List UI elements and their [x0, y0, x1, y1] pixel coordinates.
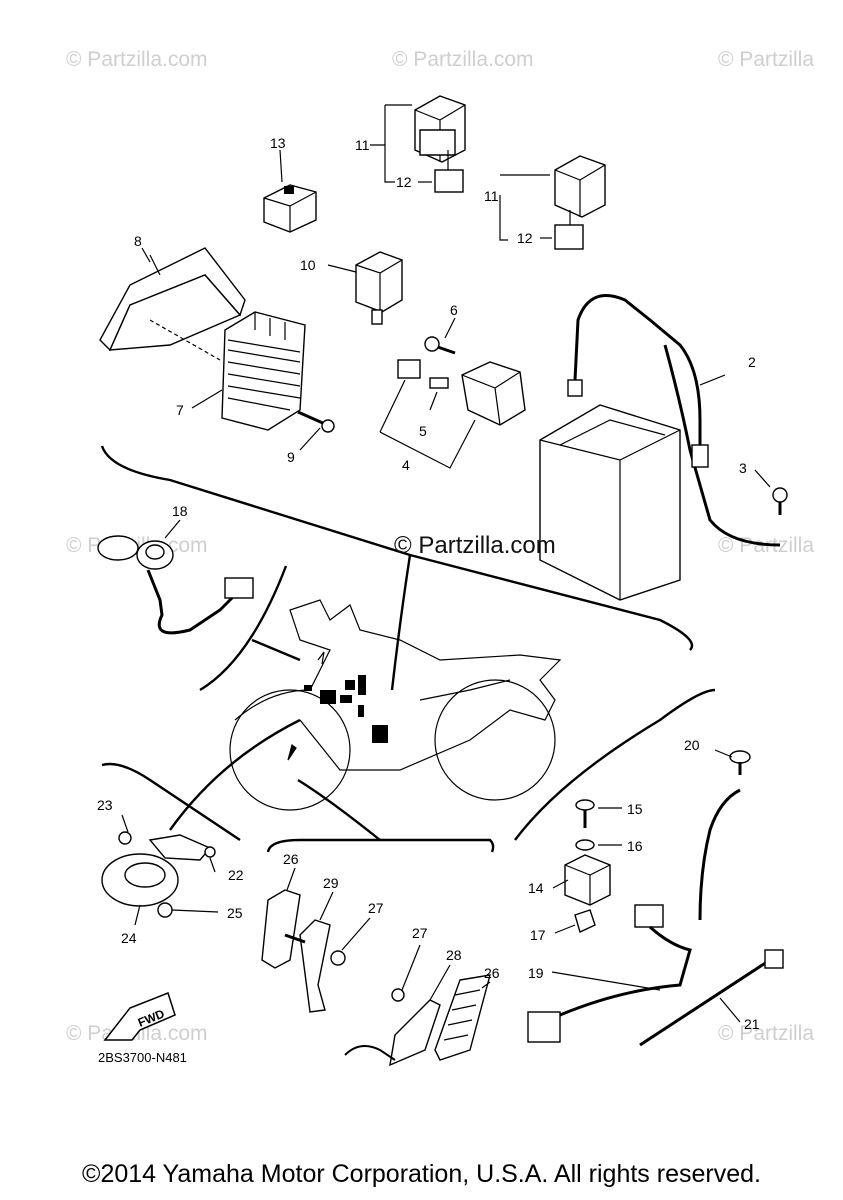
watermark-top-left: © Partzilla.com	[66, 48, 208, 71]
pointer-line-18	[251, 638, 301, 662]
callout-24: 24	[121, 930, 137, 946]
callout-11-lower: 11	[484, 188, 499, 204]
part-26-pad-left	[261, 889, 301, 969]
part-8-cover	[99, 247, 246, 361]
fwd-arrow: FWD	[103, 992, 176, 1041]
part-18-socket	[97, 535, 254, 635]
callout-18: 18	[172, 503, 188, 519]
callout-11-upper: 11	[355, 137, 370, 153]
callout-5: 5	[419, 423, 427, 439]
center-divider	[390, 554, 412, 691]
motorcycle-silhouette	[229, 599, 562, 811]
callout-29: 29	[323, 875, 339, 891]
callout-17: 17	[530, 927, 546, 943]
part-19-harness	[527, 925, 692, 1043]
part-16-washer	[575, 839, 595, 851]
part-14-sensor	[564, 854, 664, 928]
part-2-battery-lead	[567, 294, 781, 547]
part-7-regulator	[221, 311, 306, 431]
divider-bracket-box	[266, 838, 495, 853]
callout-27-lower: 27	[412, 925, 428, 941]
callout-28: 28	[446, 947, 462, 963]
part-13-relay	[263, 184, 317, 233]
left-divider-18	[199, 565, 288, 692]
divider-horn-top	[101, 762, 241, 841]
part-11-relay-lower	[554, 155, 606, 250]
callout-14: 14	[528, 880, 544, 896]
diagram-code: 2BS3700-N481	[98, 1050, 187, 1065]
callout-22: 22	[228, 867, 244, 883]
callout-25: 25	[227, 905, 243, 921]
divider-horn	[169, 718, 301, 831]
watermark-center: © Partzilla.com	[394, 532, 556, 559]
callout-2: 2	[748, 354, 756, 370]
divider-right-section	[514, 688, 716, 841]
watermark-top-right: © Partzilla	[718, 48, 814, 71]
callout-12-upper: 12	[396, 174, 412, 190]
part-6-bolt	[424, 336, 456, 355]
part-28-bracket	[344, 988, 441, 1067]
watermark-bottom-right: © Partzilla	[718, 1022, 814, 1045]
callout-4: 4	[402, 457, 410, 473]
callout-12-lower: 12	[517, 230, 533, 246]
callout-26-left: 26	[283, 851, 299, 867]
part-3-bolt	[772, 487, 788, 515]
callout-7: 7	[176, 402, 184, 418]
upper-divider	[100, 445, 694, 651]
callout-23: 23	[97, 797, 113, 813]
leader-lines	[121, 104, 771, 1023]
callout-3: 3	[739, 460, 747, 476]
part-24-horn	[101, 831, 216, 918]
divider-bracket-pointer	[297, 778, 381, 841]
callout-6: 6	[450, 302, 458, 318]
callout-21: 21	[744, 1016, 760, 1032]
part-29-bracket	[284, 919, 346, 1013]
callout-19: 19	[528, 965, 544, 981]
callout-8: 8	[134, 233, 142, 249]
callout-26-right: 26	[484, 965, 500, 981]
part-21-lead	[639, 788, 784, 1047]
part-4-starter-relay	[397, 359, 526, 426]
part-9-bolt	[297, 410, 335, 433]
part-11-relay-upper	[414, 95, 466, 193]
callout-27-upper: 27	[368, 900, 384, 916]
part-10-relay	[355, 251, 403, 325]
watermark-top-center: © Partzilla.com	[392, 48, 534, 71]
part-17-nut	[574, 909, 596, 933]
callout-13: 13	[270, 135, 286, 151]
callout-10: 10	[300, 257, 316, 273]
part-15-screw	[575, 799, 595, 828]
copyright-notice: ©2014 Yamaha Motor Corporation, U.S.A. A…	[82, 1160, 761, 1188]
callout-15: 15	[627, 801, 643, 817]
callout-20: 20	[684, 737, 700, 753]
part-26-pad-right	[434, 974, 491, 1061]
callout-16: 16	[627, 838, 643, 854]
part-20-bolt	[729, 750, 751, 775]
battery	[539, 404, 681, 601]
callout-9: 9	[287, 449, 295, 465]
